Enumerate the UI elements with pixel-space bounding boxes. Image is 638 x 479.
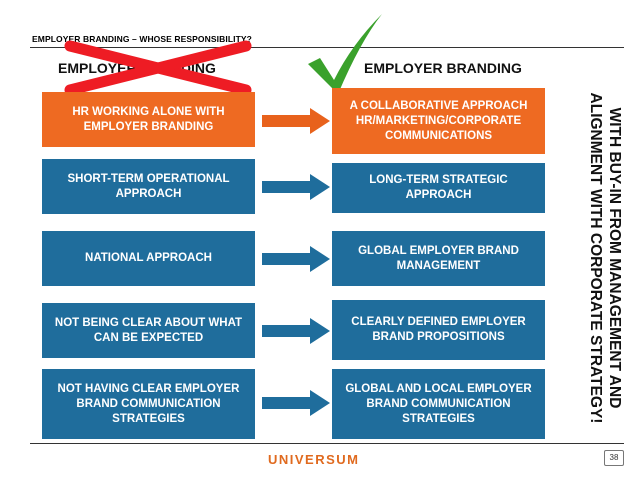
left-box-2: SHORT-TERM OPERATIONAL APPROACH — [42, 159, 255, 214]
right-box-4: CLEARLY DEFINED EMPLOYER BRAND PROPOSITI… — [332, 300, 545, 360]
right-box-1: A COLLABORATIVE APPROACH HR/MARKETING/CO… — [332, 88, 545, 154]
left-box-1: HR WORKING ALONE WITH EMPLOYER BRANDING — [42, 92, 255, 147]
top-divider — [30, 47, 624, 48]
arrow-icon — [262, 108, 330, 134]
universum-logo: UNIVERSUM — [268, 452, 360, 467]
arrow-icon — [262, 174, 330, 200]
bottom-divider — [30, 443, 624, 444]
right-box-5: GLOBAL AND LOCAL EMPLOYER BRAND COMMUNIC… — [332, 369, 545, 439]
left-box-5: NOT HAVING CLEAR EMPLOYER BRAND COMMUNIC… — [42, 369, 255, 439]
right-box-2: LONG-TERM STRATEGIC APPROACH — [332, 163, 545, 213]
side-note-text: WITH BUY-IN FROM MANAGEMENT AND ALIGNMEN… — [587, 92, 623, 424]
arrow-icon — [262, 318, 330, 344]
left-box-3: NATIONAL APPROACH — [42, 231, 255, 286]
arrow-icon — [262, 246, 330, 272]
right-column-heading: EMPLOYER BRANDING — [364, 60, 522, 76]
arrow-icon — [262, 390, 330, 416]
check-mark-icon — [308, 14, 382, 94]
left-box-4: NOT BEING CLEAR ABOUT WHAT CAN BE EXPECT… — [42, 303, 255, 358]
side-note: WITH BUY-IN FROM MANAGEMENT AND ALIGNMEN… — [470, 88, 638, 428]
slide-title: EMPLOYER BRANDING – WHOSE RESPONSIBILITY… — [32, 34, 252, 44]
right-box-3: GLOBAL EMPLOYER BRAND MANAGEMENT — [332, 231, 545, 286]
page-number: 38 — [604, 450, 624, 466]
cross-out-icon — [64, 40, 252, 96]
